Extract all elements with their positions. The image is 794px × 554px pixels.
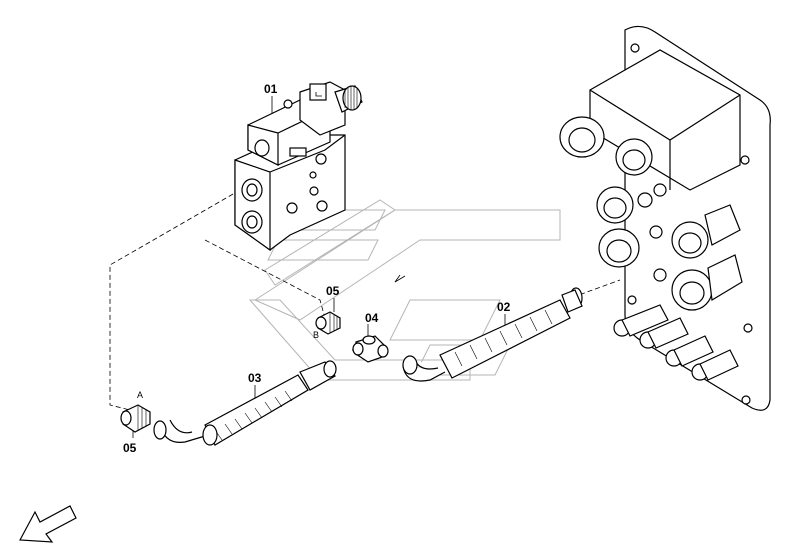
port-label-b: B — [313, 330, 319, 340]
tee-fitting-04 — [352, 335, 389, 363]
callout-02: 02 — [497, 300, 511, 314]
wire-end — [394, 275, 406, 283]
manifold-plate — [559, 25, 771, 411]
arrow-down-left-icon — [19, 505, 77, 543]
hose-03 — [159, 360, 337, 446]
port-label-a: A — [137, 390, 143, 400]
callout-04: 04 — [365, 311, 379, 325]
hose-02 — [402, 287, 583, 382]
assembly-dashed-lines — [109, 189, 621, 411]
callout-03: 03 — [248, 371, 262, 385]
callout-01: 01 — [264, 82, 278, 96]
callout-05-bottom: 05 — [123, 441, 137, 455]
callout-05-top: 05 — [326, 284, 340, 298]
fitting-05-bottom — [120, 404, 167, 440]
solenoid-valve-block — [234, 81, 363, 252]
fitting-05-top — [315, 311, 341, 335]
